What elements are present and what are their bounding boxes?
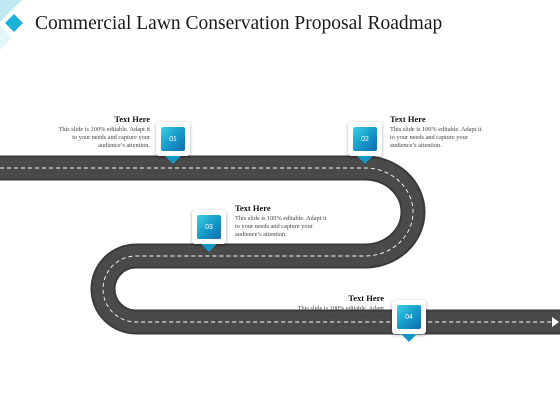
step-1-number: 01	[169, 135, 177, 143]
step-3-body-line: This slide is 100% editable. Adapt it	[235, 215, 327, 222]
step-4-body: This slide is 100% editable. Adapt it to…	[266, 305, 384, 330]
corner-decoration	[0, 0, 23, 50]
step-4-body-line: it to your needs and capture your	[301, 313, 384, 321]
step-2-heading: Text Here	[390, 114, 426, 124]
step-4-body-line: audience’s attention.	[332, 321, 384, 329]
marker-tile: 02	[353, 127, 377, 151]
step-2-body: This slide is 100% editable. Adapt it to…	[390, 126, 508, 151]
step-3-body: This slide is 100% editable. Adapt it to…	[235, 215, 353, 240]
step-1-body-line: This slide is 100% editable. Adapt it	[58, 126, 150, 133]
step-2-text: Text Here This slide is 100% editable. A…	[390, 114, 508, 151]
step-1-body-line: audience’s attention.	[98, 142, 150, 150]
step-2-body-line: audience’s attention.	[390, 142, 442, 150]
step-4-heading: Text Here	[348, 293, 384, 303]
step-2-body-line: This slide is 100% editable. Adapt it	[390, 126, 482, 133]
marker-tile: 03	[197, 215, 221, 239]
road-end-arrow	[552, 317, 559, 327]
step-1-marker: 01	[156, 122, 190, 164]
step-2-body-line: to your needs and capture your	[390, 134, 468, 142]
step-1-text: Text Here This slide is 100% editable. A…	[32, 114, 150, 151]
step-1-heading: Text Here	[114, 114, 150, 124]
step-2-number: 02	[361, 135, 369, 143]
step-4-marker: 04	[392, 300, 426, 342]
marker-pin	[165, 156, 181, 164]
step-3-heading: Text Here	[235, 203, 271, 213]
step-3-number: 03	[205, 223, 213, 231]
marker-tile: 01	[161, 127, 185, 151]
step-4-text: Text Here This slide is 100% editable. A…	[266, 293, 384, 330]
lane-marking	[0, 167, 552, 323]
step-1-body: This slide is 100% editable. Adapt it to…	[32, 126, 150, 151]
page-title: Commercial Lawn Conservation Proposal Ro…	[35, 13, 443, 34]
step-1-body-line: to your needs and capture your	[72, 134, 150, 142]
step-3-text: Text Here This slide is 100% editable. A…	[235, 203, 353, 240]
marker-tile: 04	[397, 305, 421, 329]
step-3-body-line: audience’s attention.	[235, 231, 287, 239]
marker-pin	[401, 334, 417, 342]
step-4-number: 04	[405, 313, 413, 321]
step-2-marker: 02	[348, 122, 382, 164]
step-4-body-line: This slide is 100% editable. Adapt	[297, 305, 384, 312]
step-3-body-line: to your needs and capture your	[235, 223, 313, 231]
marker-pin	[357, 156, 373, 164]
step-3-marker: 03	[192, 210, 226, 252]
marker-pin	[201, 244, 217, 252]
